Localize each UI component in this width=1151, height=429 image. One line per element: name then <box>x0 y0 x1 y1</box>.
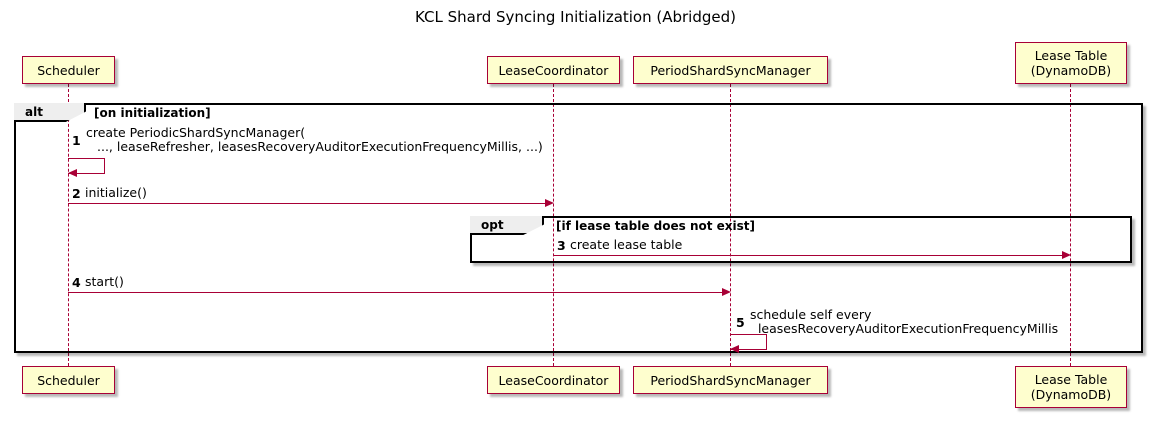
participant-scheduler-bottom-label: Scheduler <box>37 372 100 388</box>
message-3-line <box>553 255 1062 256</box>
message-2-label: initialize() <box>85 185 147 200</box>
message-1-label-line1: create PeriodicShardSyncManager( <box>86 125 306 140</box>
message-5-label-line1: schedule self every <box>750 307 872 322</box>
lifeline-periodshardsyncmanager <box>730 84 731 366</box>
participant-scheduler-top[interactable]: Scheduler <box>22 56 115 84</box>
fragment-alt <box>14 103 1143 353</box>
fragment-opt-guard: [if lease table does not exist] <box>556 219 756 233</box>
message-3-arrowhead <box>1062 251 1071 259</box>
message-1-self-loop <box>68 158 105 174</box>
participant-scheduler-top-label: Scheduler <box>37 62 100 78</box>
message-4-label: start() <box>85 274 124 289</box>
participant-leasetable-bottom-label-line2: (DynamoDB) <box>1030 387 1112 402</box>
message-5-self-loop <box>730 334 767 350</box>
participant-leasecoordinator-bottom[interactable]: LeaseCoordinator <box>487 366 620 394</box>
diagram-title: KCL Shard Syncing Initialization (Abridg… <box>415 8 736 26</box>
participant-leasetable-bottom[interactable]: Lease Table (DynamoDB) <box>1015 366 1127 408</box>
message-4-line <box>68 292 722 293</box>
message-1-arrowhead <box>68 169 77 177</box>
participant-periodshardsyncmanager-bottom[interactable]: PeriodShardSyncManager <box>633 366 828 394</box>
message-4-arrowhead <box>722 288 731 296</box>
message-5-arrowhead <box>730 345 739 353</box>
participant-leasetable-top[interactable]: Lease Table (DynamoDB) <box>1015 42 1127 84</box>
message-1-seq: 1 <box>72 133 81 148</box>
participant-leasecoordinator-top-label: LeaseCoordinator <box>498 62 609 78</box>
message-5-seq: 5 <box>736 315 745 330</box>
participant-periodshardsyncmanager-top-label: PeriodShardSyncManager <box>650 62 811 78</box>
participant-periodshardsyncmanager-bottom-label: PeriodShardSyncManager <box>650 372 811 388</box>
lifeline-scheduler <box>68 84 69 366</box>
participant-leasetable-top-label-line2: (DynamoDB) <box>1030 63 1112 78</box>
message-4-seq: 4 <box>72 275 81 290</box>
message-2-line <box>68 203 545 204</box>
message-2-seq: 2 <box>72 186 81 201</box>
message-3-label: create lease table <box>570 237 683 252</box>
participant-leasecoordinator-top[interactable]: LeaseCoordinator <box>487 56 620 84</box>
message-3-seq: 3 <box>557 238 566 253</box>
message-5-label-line2: leasesRecoveryAuditorExecutionFrequencyM… <box>750 321 1059 336</box>
participant-scheduler-bottom[interactable]: Scheduler <box>22 366 115 394</box>
message-1-label-line2: ..., leaseRefresher, leasesRecoveryAudit… <box>97 139 543 154</box>
lifeline-leasecoordinator <box>553 84 554 366</box>
participant-leasetable-top-label-line1: Lease Table <box>1034 48 1108 63</box>
participant-leasetable-bottom-label-line1: Lease Table <box>1034 372 1108 387</box>
participant-leasecoordinator-bottom-label: LeaseCoordinator <box>498 372 609 388</box>
fragment-opt <box>470 216 1132 263</box>
participant-periodshardsyncmanager-top[interactable]: PeriodShardSyncManager <box>633 56 828 84</box>
message-2-arrowhead <box>545 199 554 207</box>
fragment-alt-guard: [on initialization] <box>94 106 211 120</box>
lifeline-leasetable <box>1070 84 1071 366</box>
